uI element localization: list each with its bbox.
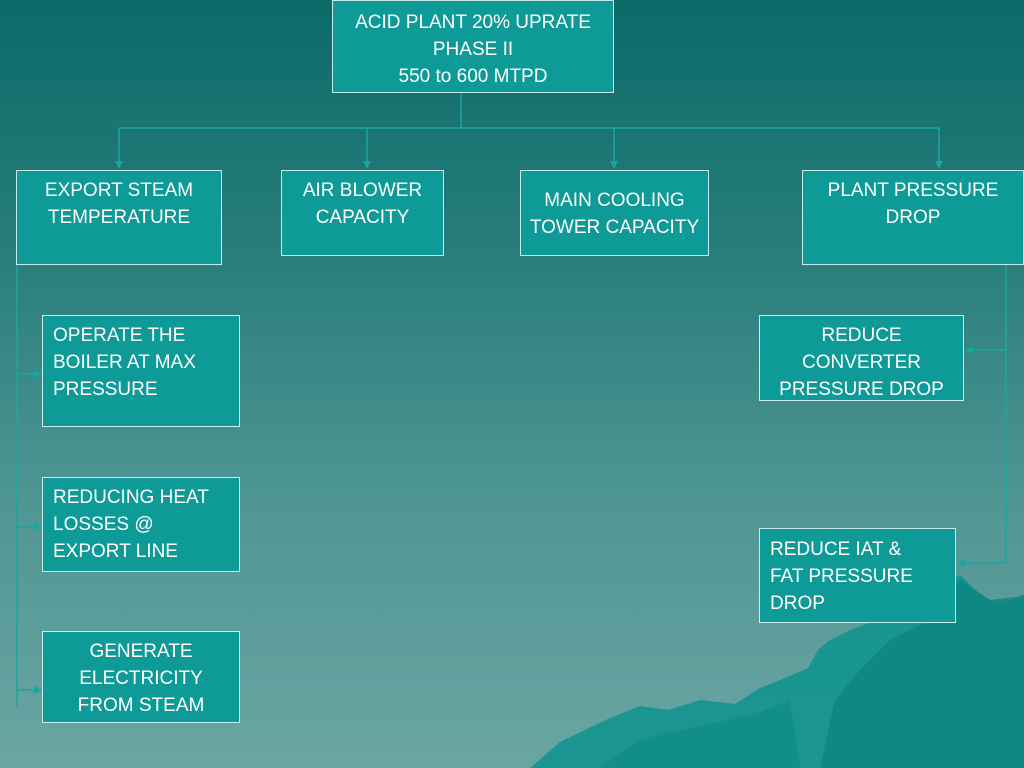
node-main-cooling-tower-capacity: MAIN COOLING TOWER CAPACITY bbox=[520, 170, 709, 256]
node-export-steam-temperature: EXPORT STEAM TEMPERATURE bbox=[16, 170, 222, 265]
node-reduce-converter-pressure-drop: REDUCE CONVERTER PRESSURE DROP bbox=[759, 315, 964, 401]
node-air-blower-capacity: AIR BLOWER CAPACITY bbox=[281, 170, 444, 256]
node-operate-boiler-max-pressure: OPERATE THE BOILER AT MAX PRESSURE bbox=[42, 315, 240, 427]
node-reducing-heat-losses: REDUCING HEAT LOSSES @ EXPORT LINE bbox=[42, 477, 240, 572]
root-node-acid-plant-uprate: ACID PLANT 20% UPRATE PHASE II 550 to 60… bbox=[332, 0, 614, 93]
node-plant-pressure-drop: PLANT PRESSURE DROP bbox=[802, 170, 1024, 265]
node-generate-electricity: GENERATE ELECTRICITY FROM STEAM bbox=[42, 631, 240, 723]
node-reduce-iat-fat-pressure-drop: REDUCE IAT & FAT PRESSURE DROP bbox=[759, 528, 956, 623]
